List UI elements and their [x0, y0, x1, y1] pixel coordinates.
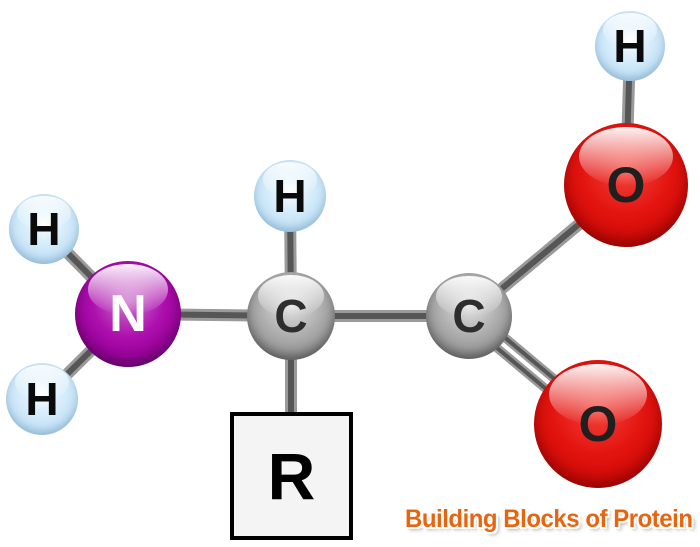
- atom-label: H: [25, 373, 59, 425]
- atom-label: H: [27, 203, 61, 255]
- atom-label: H: [613, 20, 647, 72]
- atom-label: C: [452, 290, 486, 342]
- atom-hydrogen-amino-lower: H: [6, 363, 78, 435]
- atom-label: O: [606, 157, 646, 213]
- r-group-label: R: [267, 439, 316, 513]
- atom-hydrogen-hydroxyl: H: [595, 11, 665, 81]
- r-group-box: R: [230, 412, 353, 540]
- atom-carbon-alpha: C: [247, 272, 335, 360]
- atom-hydrogen-alpha: H: [254, 160, 326, 232]
- atom-nitrogen: N: [75, 261, 181, 367]
- atom-hydrogen-amino-upper: H: [9, 194, 79, 264]
- atom-label: N: [109, 285, 147, 343]
- atom-oxygen-hydroxyl: O: [564, 123, 688, 247]
- atom-label: C: [274, 290, 308, 342]
- atom-oxygen-carbonyl: O: [534, 360, 662, 488]
- atom-carbon-carboxyl: C: [426, 273, 512, 359]
- atom-label: O: [578, 396, 618, 452]
- caption-building-blocks-of-protein: Building Blocks of Protein: [405, 505, 693, 533]
- atom-label: H: [273, 170, 307, 222]
